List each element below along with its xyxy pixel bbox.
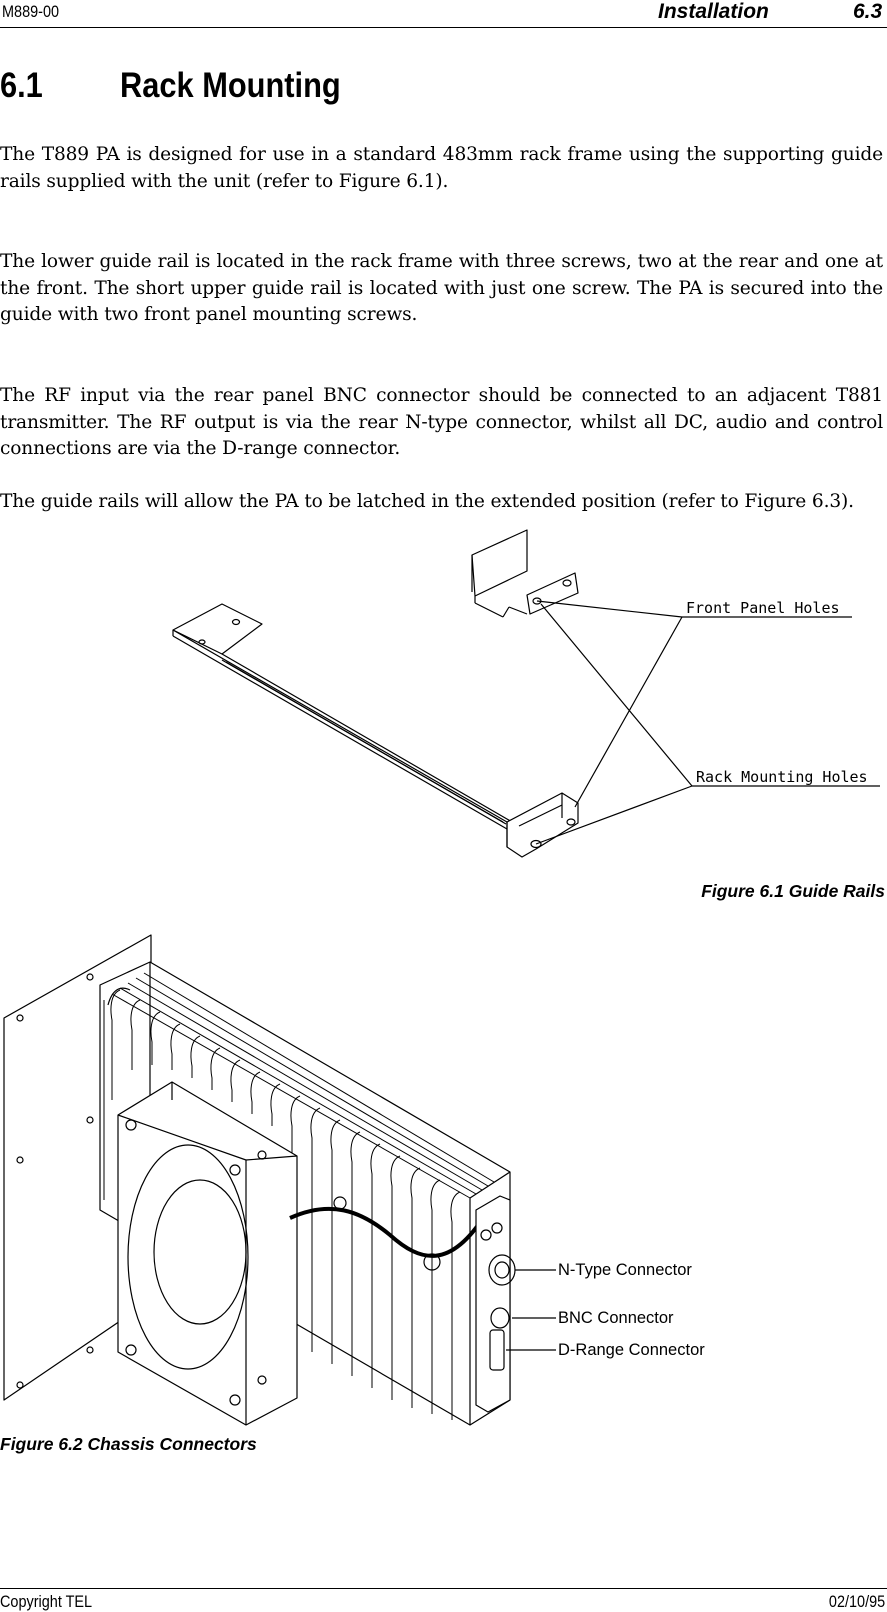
cooling-fan — [117, 1081, 298, 1426]
figure-2-caption: Figure 6.2 Chassis Connectors — [0, 1434, 257, 1454]
fan-cable — [289, 1206, 487, 1258]
rear-connectors — [475, 1195, 516, 1413]
page-number: 6.3 — [853, 0, 883, 23]
bnc-connector-shape — [490, 1307, 510, 1329]
bnc-connector-label: BNC Connector — [558, 1309, 674, 1327]
header-rule — [0, 27, 887, 28]
leader-lines — [535, 600, 880, 845]
heatsink-fins — [103, 972, 495, 1420]
panel-holes — [16, 973, 94, 1389]
n-type-connector-label: N-Type Connector — [558, 1261, 692, 1279]
figure-chassis-connectors: N-Type Connector BNC Connector D-Range C… — [3, 934, 705, 1426]
paragraph-4: The guide rails will allow the PA to be … — [0, 491, 854, 512]
paragraph-2: The lower guide rail is located in the r… — [0, 251, 883, 325]
lower-guide-rail — [172, 603, 579, 858]
footer-rule — [0, 1588, 887, 1589]
footer-date: 02/10/95 — [828, 1592, 885, 1611]
footer-copyright: Copyright TEL — [0, 1592, 93, 1611]
upper-guide-rail — [471, 529, 579, 618]
rack-mounting-holes-label: Rack Mounting Holes — [696, 768, 868, 786]
d-range-connector-label: D-Range Connector — [558, 1341, 705, 1359]
figure-guide-rails: Front Panel Holes Rack Mounting Holes — [172, 529, 880, 858]
paragraph-3: The RF input via the rear panel BNC conn… — [0, 385, 883, 459]
front-panel-holes-label: Front Panel Holes — [686, 599, 840, 617]
d-range-connector-shape — [489, 1329, 505, 1371]
cable-grommet — [423, 1253, 441, 1271]
section-title: Rack Mounting — [120, 66, 341, 105]
cable-clip — [333, 1196, 347, 1210]
figure-1-caption: Figure 6.1 Guide Rails — [701, 881, 885, 901]
paragraph-1: The T889 PA is designed for use in a sta… — [0, 144, 883, 192]
section-name: Installation — [658, 0, 769, 23]
section-number: 6.1 — [0, 66, 43, 105]
document-code: M889-00 — [2, 2, 60, 21]
